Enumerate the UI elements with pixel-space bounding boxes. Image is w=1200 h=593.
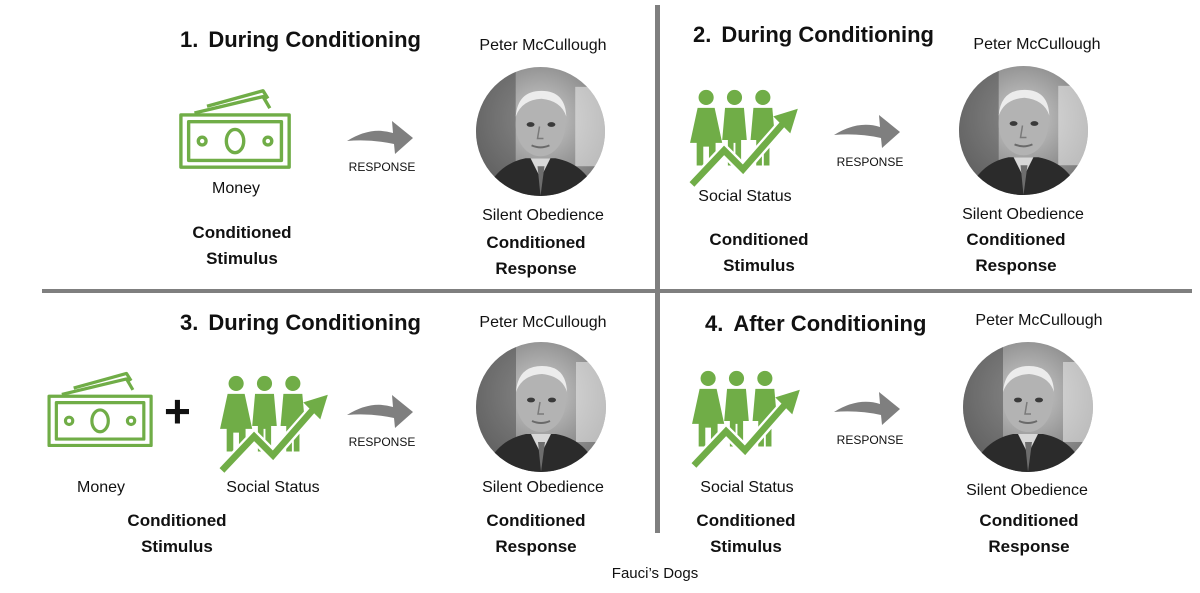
stimulus-label: Social Status (700, 479, 794, 496)
response-label: Silent Obedience (482, 207, 604, 224)
panel-number: 3. (180, 310, 199, 335)
response-arrow-icon (832, 110, 902, 150)
response-arrow-icon (345, 116, 415, 156)
response-label: Silent Obedience (962, 206, 1084, 223)
plus-sign: + (164, 385, 191, 437)
social-status-icon (214, 374, 332, 478)
vertical-divider (655, 5, 660, 533)
response-word: RESPONSE (348, 160, 416, 174)
response-word: RESPONSE (348, 435, 416, 449)
stimulus-label: Money (211, 180, 261, 197)
panel-title: 4. After Conditioning (705, 311, 926, 337)
response-word: RESPONSE (836, 433, 904, 447)
figure-caption: Fauci’s Dogs (611, 565, 699, 582)
response-label: Silent Obedience (482, 479, 604, 496)
response-word: RESPONSE (836, 155, 904, 169)
panel-title: 1. During Conditioning (180, 27, 421, 53)
person-name: Peter McCullough (479, 314, 607, 331)
money-icon (178, 85, 294, 172)
stimulus-label-money: Money (76, 479, 126, 496)
response-label: Silent Obedience (966, 482, 1088, 499)
panel-title-text: During Conditioning (208, 27, 421, 52)
panel-title-text: During Conditioning (721, 22, 934, 47)
panel-number: 2. (693, 22, 712, 47)
panel-number: 4. (705, 311, 724, 336)
social-status-icon (684, 88, 802, 192)
response-arrow-icon (345, 390, 415, 430)
money-icon (46, 368, 156, 450)
social-status-icon (686, 369, 804, 473)
response-arrow-icon (832, 387, 902, 427)
person-name: Peter McCullough (975, 312, 1103, 329)
panel-title: 2. During Conditioning (693, 22, 934, 48)
stimulus-label-social-status: Social Status (226, 479, 320, 496)
panel-number: 1. (180, 27, 199, 52)
portrait-image (959, 66, 1088, 195)
panel-title: 3. During Conditioning (180, 310, 421, 336)
person-name: Peter McCullough (479, 37, 607, 54)
stimulus-label: Social Status (698, 188, 792, 205)
portrait-image (476, 67, 605, 196)
portrait-image (963, 342, 1093, 472)
person-name: Peter McCullough (973, 36, 1101, 53)
portrait-image (476, 342, 606, 472)
horizontal-divider (42, 289, 1192, 293)
panel-title-text: During Conditioning (208, 310, 421, 335)
panel-title-text: After Conditioning (733, 311, 927, 336)
